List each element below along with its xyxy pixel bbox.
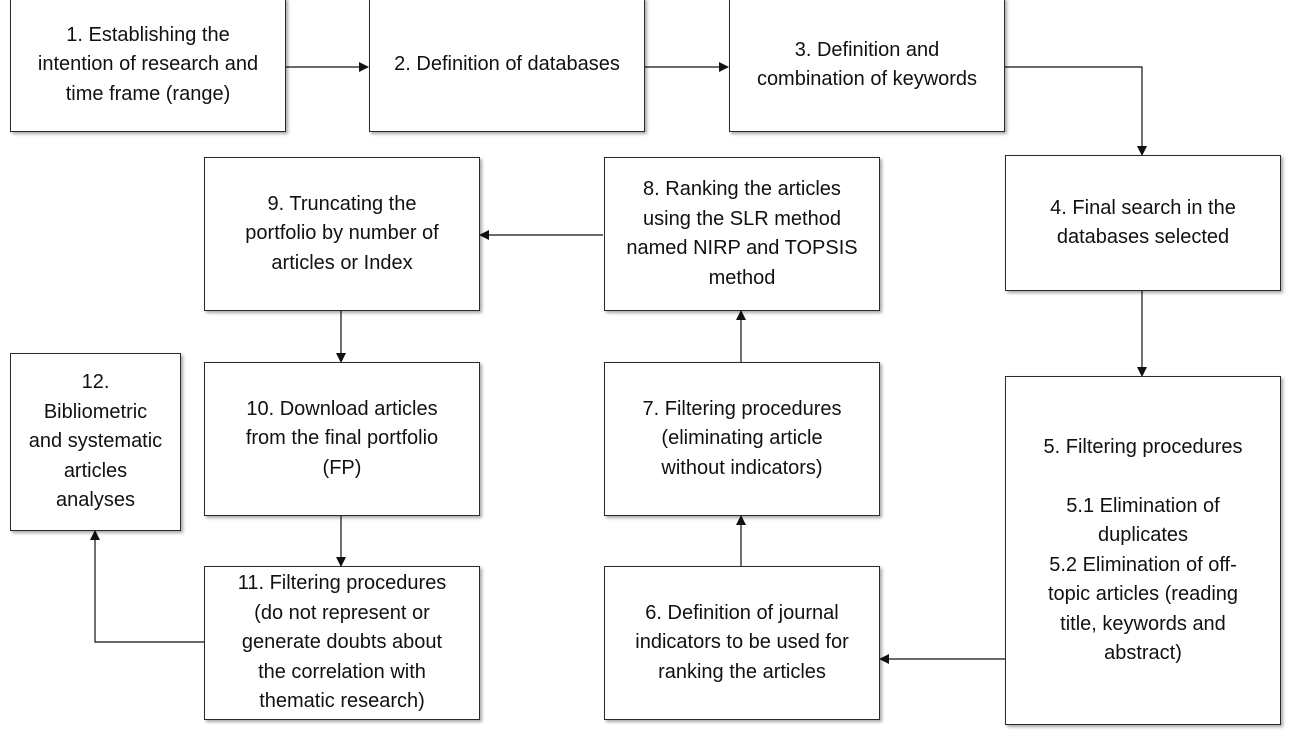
step-2-box: 2. Definition of databases <box>369 0 645 132</box>
step-6-box: 6. Definition of journal indicators to b… <box>604 566 880 720</box>
step-12-text: 12. Bibliometric and systematic articles… <box>28 371 163 512</box>
step-4-box: 4. Final search in the databases selecte… <box>1005 155 1281 291</box>
step-2-text: 2. Definition of databases <box>394 53 620 76</box>
step-7-text: 7. Filtering procedures (eliminating art… <box>642 397 842 479</box>
step-12-box: 12. Bibliometric and systematic articles… <box>10 353 181 531</box>
step-5-text: 5. Filtering procedures 5.1 Elimination … <box>1043 435 1243 665</box>
step-8-text: 8. Ranking the articles using the SLR me… <box>626 178 858 289</box>
step-9-box: 9. Truncating the portfolio by number of… <box>204 157 480 311</box>
arrow-3-to-4 <box>1005 66 1147 156</box>
step-4-text: 4. Final search in the databases selecte… <box>1050 196 1236 249</box>
step-1-text: 1. Establishing the intention of researc… <box>37 23 259 105</box>
step-9-text: 9. Truncating the portfolio by number of… <box>245 192 439 274</box>
arrow-11-to-12 <box>90 530 204 643</box>
step-1-box: 1. Establishing the intention of researc… <box>10 0 286 132</box>
step-6-text: 6. Definition of journal indicators to b… <box>635 601 849 683</box>
step-5-box: 5. Filtering procedures 5.1 Elimination … <box>1005 376 1281 725</box>
step-11-box: 11. Filtering procedures (do not represe… <box>204 566 480 720</box>
step-3-box: 3. Definition and combination of keyword… <box>729 0 1005 132</box>
step-7-box: 7. Filtering procedures (eliminating art… <box>604 362 880 516</box>
step-3-text: 3. Definition and combination of keyword… <box>756 38 978 91</box>
step-10-box: 10. Download articles from the final por… <box>204 362 480 516</box>
step-11-text: 11. Filtering procedures (do not represe… <box>237 572 447 713</box>
step-8-box: 8. Ranking the articles using the SLR me… <box>604 157 880 311</box>
step-10-text: 10. Download articles from the final por… <box>245 397 439 479</box>
